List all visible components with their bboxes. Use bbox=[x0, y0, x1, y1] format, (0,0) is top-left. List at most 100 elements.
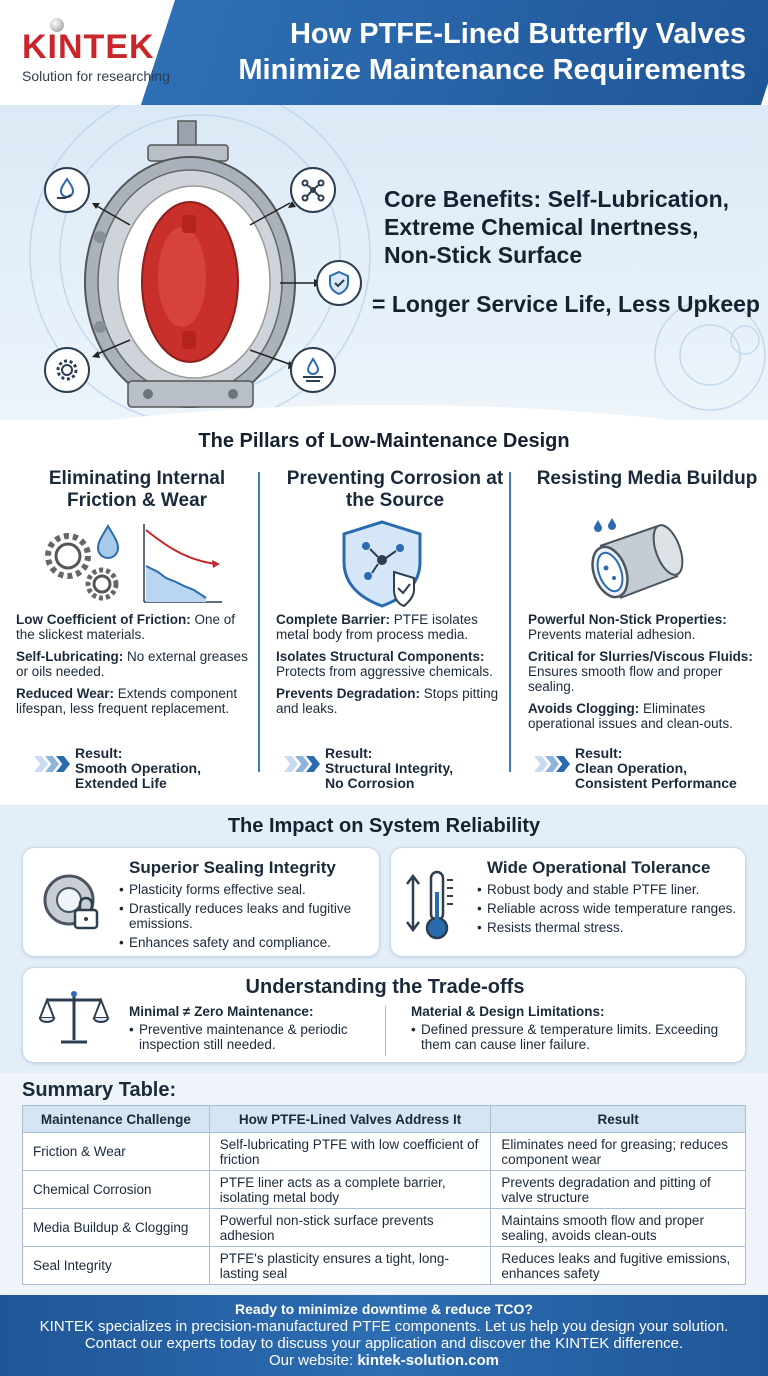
pillar-point: Critical for Slurries/Viscous Fluids: En… bbox=[528, 649, 753, 694]
card-heading: Understanding the Trade-offs bbox=[245, 976, 525, 998]
hero-result: = Longer Service Life, Less Upkeep bbox=[372, 291, 760, 317]
tradeoffs-card: Understanding the Trade-offs Minimal ≠ Z… bbox=[22, 967, 746, 1063]
logo-dot-icon bbox=[50, 18, 64, 32]
result-text: Extended Life bbox=[75, 775, 167, 791]
table-cell: Reduces leaks and fugitive emissions, en… bbox=[490, 1246, 746, 1285]
shield-molecule-icon bbox=[276, 516, 514, 612]
summary-table: Maintenance Challenge How PTFE-Lined Val… bbox=[22, 1105, 746, 1285]
footer-line-1: KINTEK specializes in precision-manufact… bbox=[39, 1318, 729, 1335]
result-text: Structural Integrity, bbox=[325, 760, 454, 776]
table-cell: PTFE liner acts as a complete barrier, i… bbox=[208, 1170, 492, 1209]
tradeoff-limits: Material & Design Limitations: Defined p… bbox=[411, 1004, 731, 1056]
column-divider bbox=[258, 472, 260, 772]
logo-tagline: Solution for researching bbox=[22, 68, 170, 84]
pillar-point: Reduced Wear: Extends component lifespan… bbox=[16, 686, 238, 716]
impact-title: The Impact on System Reliability bbox=[227, 815, 541, 837]
pillar-heading: Preventing Corrosion at the Source bbox=[286, 468, 504, 511]
pillar-heading: Resisting Media Buildup bbox=[536, 468, 758, 489]
title-line-2: Minimize Maintenance Requirements bbox=[238, 54, 746, 86]
balance-scale-icon bbox=[39, 991, 109, 1044]
hero-benefits: Core Benefits: Self-Lubrication, Extreme… bbox=[384, 186, 730, 268]
gears-drop-chart-icon bbox=[16, 516, 258, 612]
pillar-heading: Eliminating Internal Friction & Wear bbox=[48, 468, 226, 511]
chevron-right-icon bbox=[34, 756, 70, 772]
header: KINTEK Solution for researching How PTFE… bbox=[0, 0, 768, 105]
pillar-result: Result: Clean Operation, Consistent Perf… bbox=[534, 746, 737, 791]
table-row: Friction & Wear Self-lubricating PTFE wi… bbox=[22, 1132, 746, 1171]
pillar-corrosion: Preventing Corrosion at the Source Compl… bbox=[276, 468, 514, 723]
divider bbox=[385, 1006, 386, 1056]
table-cell: PTFE's plasticity ensures a tight, long-… bbox=[208, 1246, 492, 1285]
list-item: Drastically reduces leaks and fugitive e… bbox=[119, 901, 371, 931]
pillar-point: Powerful Non-Stick Properties: Prevents … bbox=[528, 612, 727, 642]
website-label: Our website: bbox=[268, 1352, 358, 1369]
pillar-point: Complete Barrier: PTFE isolates metal bo… bbox=[276, 612, 478, 642]
table-cell: Self-lubricating PTFE with low coefficie… bbox=[208, 1132, 492, 1171]
website-link[interactable]: kintek-solution.com bbox=[357, 1352, 500, 1369]
pillars-section: The Pillars of Low-Maintenance Design El… bbox=[0, 420, 768, 805]
pillar-point: Isolates Structural Components: Protects… bbox=[276, 649, 493, 679]
title-line-1: How PTFE-Lined Butterfly Valves bbox=[289, 18, 746, 50]
card-heading: Superior Sealing Integrity bbox=[129, 858, 336, 877]
card-heading: Wide Operational Tolerance bbox=[487, 858, 711, 877]
drop-surface-icon bbox=[290, 347, 336, 393]
list-item: Resists thermal stress. bbox=[477, 920, 739, 935]
pillar-friction: Eliminating Internal Friction & Wear Low… bbox=[16, 468, 258, 723]
result-label: Result: bbox=[75, 745, 123, 761]
summary-section: Summary Table: Maintenance Challenge How… bbox=[0, 1073, 768, 1295]
thermometer-icon bbox=[406, 870, 453, 940]
table-cell: Seal Integrity bbox=[22, 1246, 210, 1285]
column-header: Result bbox=[490, 1105, 746, 1133]
logo[interactable]: KINTEK Solution for researching bbox=[22, 18, 170, 84]
table-cell: Chemical Corrosion bbox=[22, 1170, 210, 1209]
chevron-right-icon bbox=[534, 756, 570, 772]
pillar-point: Avoids Clogging: Eliminates operational … bbox=[528, 701, 733, 731]
sealing-card: Superior Sealing Integrity Plasticity fo… bbox=[22, 847, 380, 957]
result-label: Result: bbox=[575, 745, 623, 761]
pipe-icon bbox=[528, 516, 766, 612]
table-cell: Maintains smooth flow and proper sealing… bbox=[490, 1208, 746, 1247]
hero: Core Benefits: Self-Lubrication, Extreme… bbox=[0, 105, 768, 445]
pillar-point: Low Coefficient of Friction: One of the … bbox=[16, 612, 236, 642]
card-list: Robust body and stable PTFE liner. Relia… bbox=[477, 882, 739, 939]
summary-title: Summary Table: bbox=[22, 1079, 177, 1101]
footer-website: Our website: kintek-solution.com bbox=[0, 1352, 768, 1369]
result-text: Clean Operation, bbox=[575, 760, 688, 776]
result-text: Consistent Performance bbox=[575, 775, 737, 791]
chevron-right-icon bbox=[284, 756, 320, 772]
table-row: Media Buildup & Clogging Powerful non-st… bbox=[22, 1208, 746, 1247]
tolerance-card: Wide Operational Tolerance Robust body a… bbox=[390, 847, 746, 957]
column-header: How PTFE-Lined Valves Address It bbox=[208, 1105, 492, 1133]
pillar-point: Self-Lubricating: No external greases or… bbox=[16, 649, 248, 679]
result-text: Smooth Operation, bbox=[75, 760, 201, 776]
table-cell: Eliminates need for greasing; reduces co… bbox=[490, 1132, 746, 1171]
molecule-icon bbox=[290, 167, 336, 213]
list-item: Preventive maintenance & periodic inspec… bbox=[129, 1022, 384, 1052]
tradeoff-minimal: Minimal ≠ Zero Maintenance: Preventive m… bbox=[129, 1004, 384, 1056]
result-text: No Corrosion bbox=[325, 775, 415, 791]
table-cell: Friction & Wear bbox=[22, 1132, 210, 1171]
pillar-point: Prevents Degradation: Stops pitting and … bbox=[276, 686, 499, 716]
pillar-result: Result: Smooth Operation, Extended Life bbox=[34, 746, 201, 791]
card-list: Plasticity forms effective seal. Drastic… bbox=[119, 882, 371, 954]
list-item: Robust body and stable PTFE liner. bbox=[477, 882, 739, 897]
tradeoff-heading: Material & Design Limitations: bbox=[411, 1004, 605, 1019]
pillar-result: Result: Structural Integrity, No Corrosi… bbox=[284, 746, 453, 791]
impact-section: The Impact on System Reliability Superio… bbox=[0, 805, 768, 1073]
table-cell: Prevents degradation and pitting of valv… bbox=[490, 1170, 746, 1209]
table-header-row: Maintenance Challenge How PTFE-Lined Val… bbox=[22, 1105, 746, 1133]
page-title: How PTFE-Lined Butterfly Valves Minimize… bbox=[238, 16, 746, 88]
list-item: Reliable across wide temperature ranges. bbox=[477, 901, 739, 916]
list-item: Defined pressure & temperature limits. E… bbox=[411, 1022, 731, 1052]
shield-check-icon bbox=[316, 260, 362, 306]
footer-question: Ready to minimize downtime & reduce TCO? bbox=[235, 1301, 533, 1317]
water-drop-hand-icon bbox=[44, 167, 90, 213]
table-row: Seal Integrity PTFE's plasticity ensures… bbox=[22, 1246, 746, 1285]
pillars-title: The Pillars of Low-Maintenance Design bbox=[198, 430, 570, 452]
gear-icon bbox=[44, 347, 90, 393]
table-cell: Powerful non-stick surface prevents adhe… bbox=[208, 1208, 492, 1247]
footer: Ready to minimize downtime & reduce TCO?… bbox=[0, 1295, 768, 1376]
logo-text: KINTEK bbox=[22, 28, 155, 66]
gasket-lock-icon bbox=[43, 874, 99, 930]
table-cell: Media Buildup & Clogging bbox=[22, 1208, 210, 1247]
